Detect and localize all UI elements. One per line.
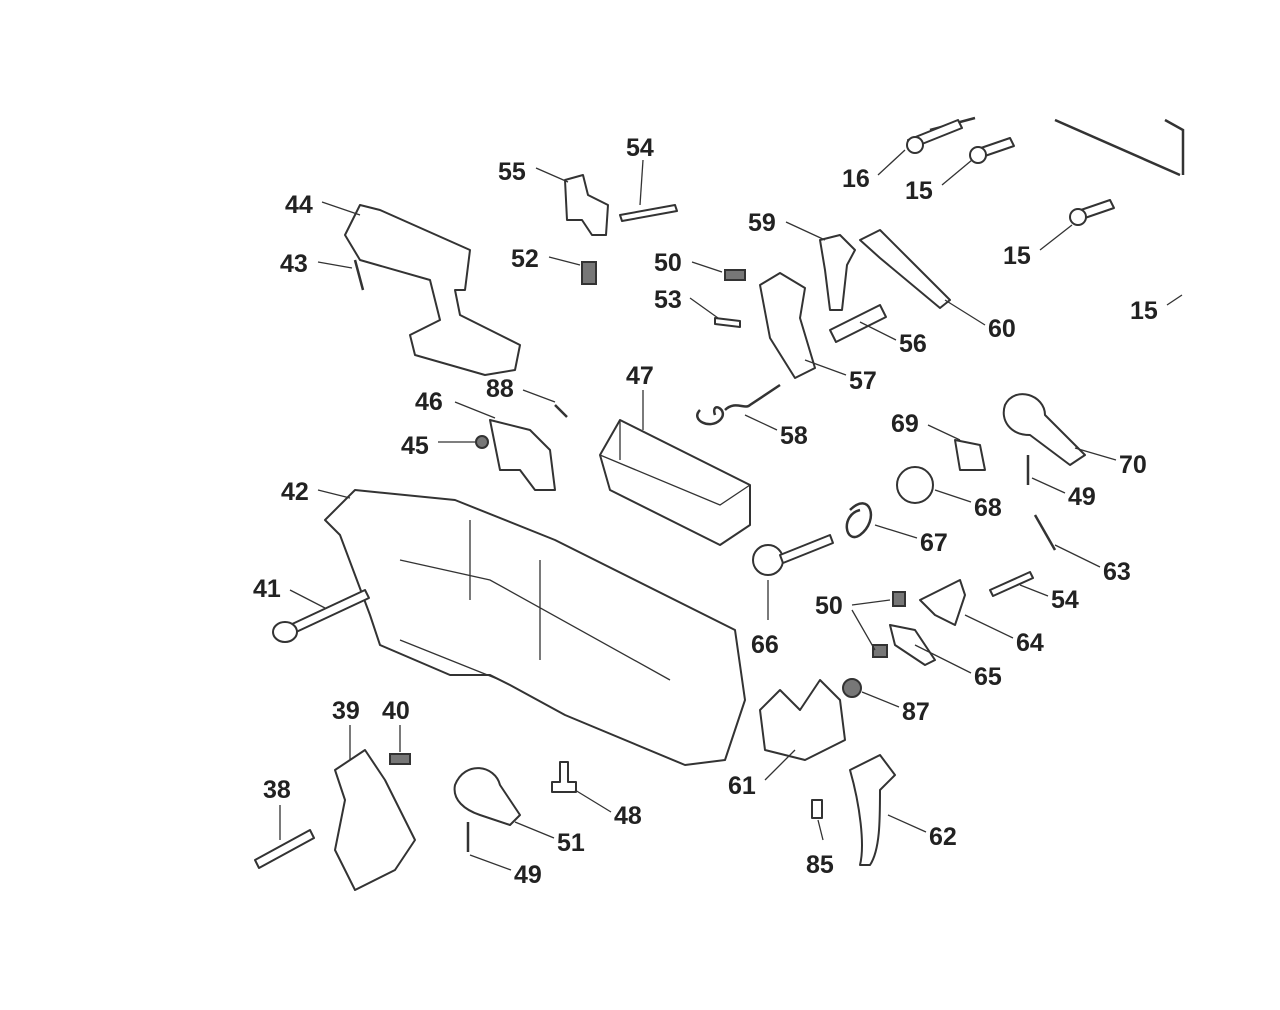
- label-54: 54: [1051, 586, 1079, 614]
- label-66: 66: [751, 631, 779, 659]
- label-40: 40: [382, 697, 410, 725]
- label-16: 16: [842, 165, 870, 193]
- part-43: [353, 259, 365, 291]
- label-62: 62: [929, 823, 957, 851]
- part-47: [599, 419, 751, 546]
- part-50b: [892, 591, 906, 607]
- part-40: [389, 753, 411, 765]
- label-15: 15: [905, 177, 933, 205]
- part-54a: [619, 204, 678, 222]
- label-67: 67: [920, 529, 948, 557]
- label-50: 50: [654, 249, 682, 277]
- label-38: 38: [263, 776, 291, 804]
- part-61: [759, 679, 846, 761]
- label-49: 49: [514, 861, 542, 889]
- part-67: [845, 502, 873, 539]
- label-51: 51: [557, 829, 585, 857]
- label-69: 69: [891, 410, 919, 438]
- part-70: [1002, 393, 1086, 466]
- part-44: [344, 204, 521, 376]
- label-54: 54: [626, 134, 654, 162]
- part-58: [696, 383, 781, 426]
- label-49: 49: [1068, 483, 1096, 511]
- label-48: 48: [614, 802, 642, 830]
- part-55: [564, 174, 609, 236]
- part-53: [714, 317, 741, 328]
- part-46: [489, 419, 556, 491]
- part-68: [896, 466, 934, 504]
- part-60: [859, 229, 951, 309]
- label-42: 42: [281, 478, 309, 506]
- label-15: 15: [1003, 242, 1031, 270]
- label-65: 65: [974, 663, 1002, 691]
- label-41: 41: [253, 575, 281, 603]
- part-39: [334, 749, 416, 891]
- part-52: [581, 261, 597, 285]
- label-44: 44: [285, 191, 313, 219]
- part-45: [475, 435, 489, 449]
- label-57: 57: [849, 367, 877, 395]
- part-51: [453, 767, 521, 826]
- part-66: [752, 544, 784, 576]
- label-55: 55: [498, 158, 526, 186]
- part-69: [954, 439, 986, 471]
- label-52: 52: [511, 245, 539, 273]
- label-46: 46: [415, 388, 443, 416]
- part-64: [919, 579, 966, 626]
- part-87: [842, 678, 862, 698]
- label-60: 60: [988, 315, 1016, 343]
- label-61: 61: [728, 772, 756, 800]
- part-62: [849, 754, 896, 866]
- part-57: [759, 272, 816, 379]
- label-15: 15: [1130, 297, 1158, 325]
- label-87: 87: [902, 698, 930, 726]
- label-70: 70: [1119, 451, 1147, 479]
- label-85: 85: [806, 851, 834, 879]
- label-63: 63: [1103, 558, 1131, 586]
- part-42: [324, 489, 746, 766]
- label-53: 53: [654, 286, 682, 314]
- part-59: [819, 234, 856, 311]
- label-58: 58: [780, 422, 808, 450]
- label-39: 39: [332, 697, 360, 725]
- label-68: 68: [974, 494, 1002, 522]
- part-88: [554, 404, 568, 418]
- part-48: [551, 761, 577, 793]
- frame-edge: [929, 116, 1185, 177]
- label-56: 56: [899, 330, 927, 358]
- label-45: 45: [401, 432, 429, 460]
- part-50a: [724, 269, 746, 281]
- part-screws: [906, 119, 1115, 226]
- label-64: 64: [1016, 629, 1044, 657]
- label-88: 88: [486, 375, 514, 403]
- part-56: [829, 304, 887, 343]
- part-38: [254, 829, 315, 869]
- label-59: 59: [748, 209, 776, 237]
- part-54b: [989, 571, 1034, 597]
- label-47: 47: [626, 362, 654, 390]
- part-85: [811, 799, 823, 819]
- label-43: 43: [280, 250, 308, 278]
- part-50c: [872, 644, 888, 658]
- label-50: 50: [815, 592, 843, 620]
- leader-lines: [279, 149, 1183, 871]
- part-63: [1033, 514, 1057, 551]
- callout-labels: 16 15 15 15 54 55 44 43 52 50 53 59 60 5…: [253, 134, 1158, 889]
- part-65: [889, 624, 936, 666]
